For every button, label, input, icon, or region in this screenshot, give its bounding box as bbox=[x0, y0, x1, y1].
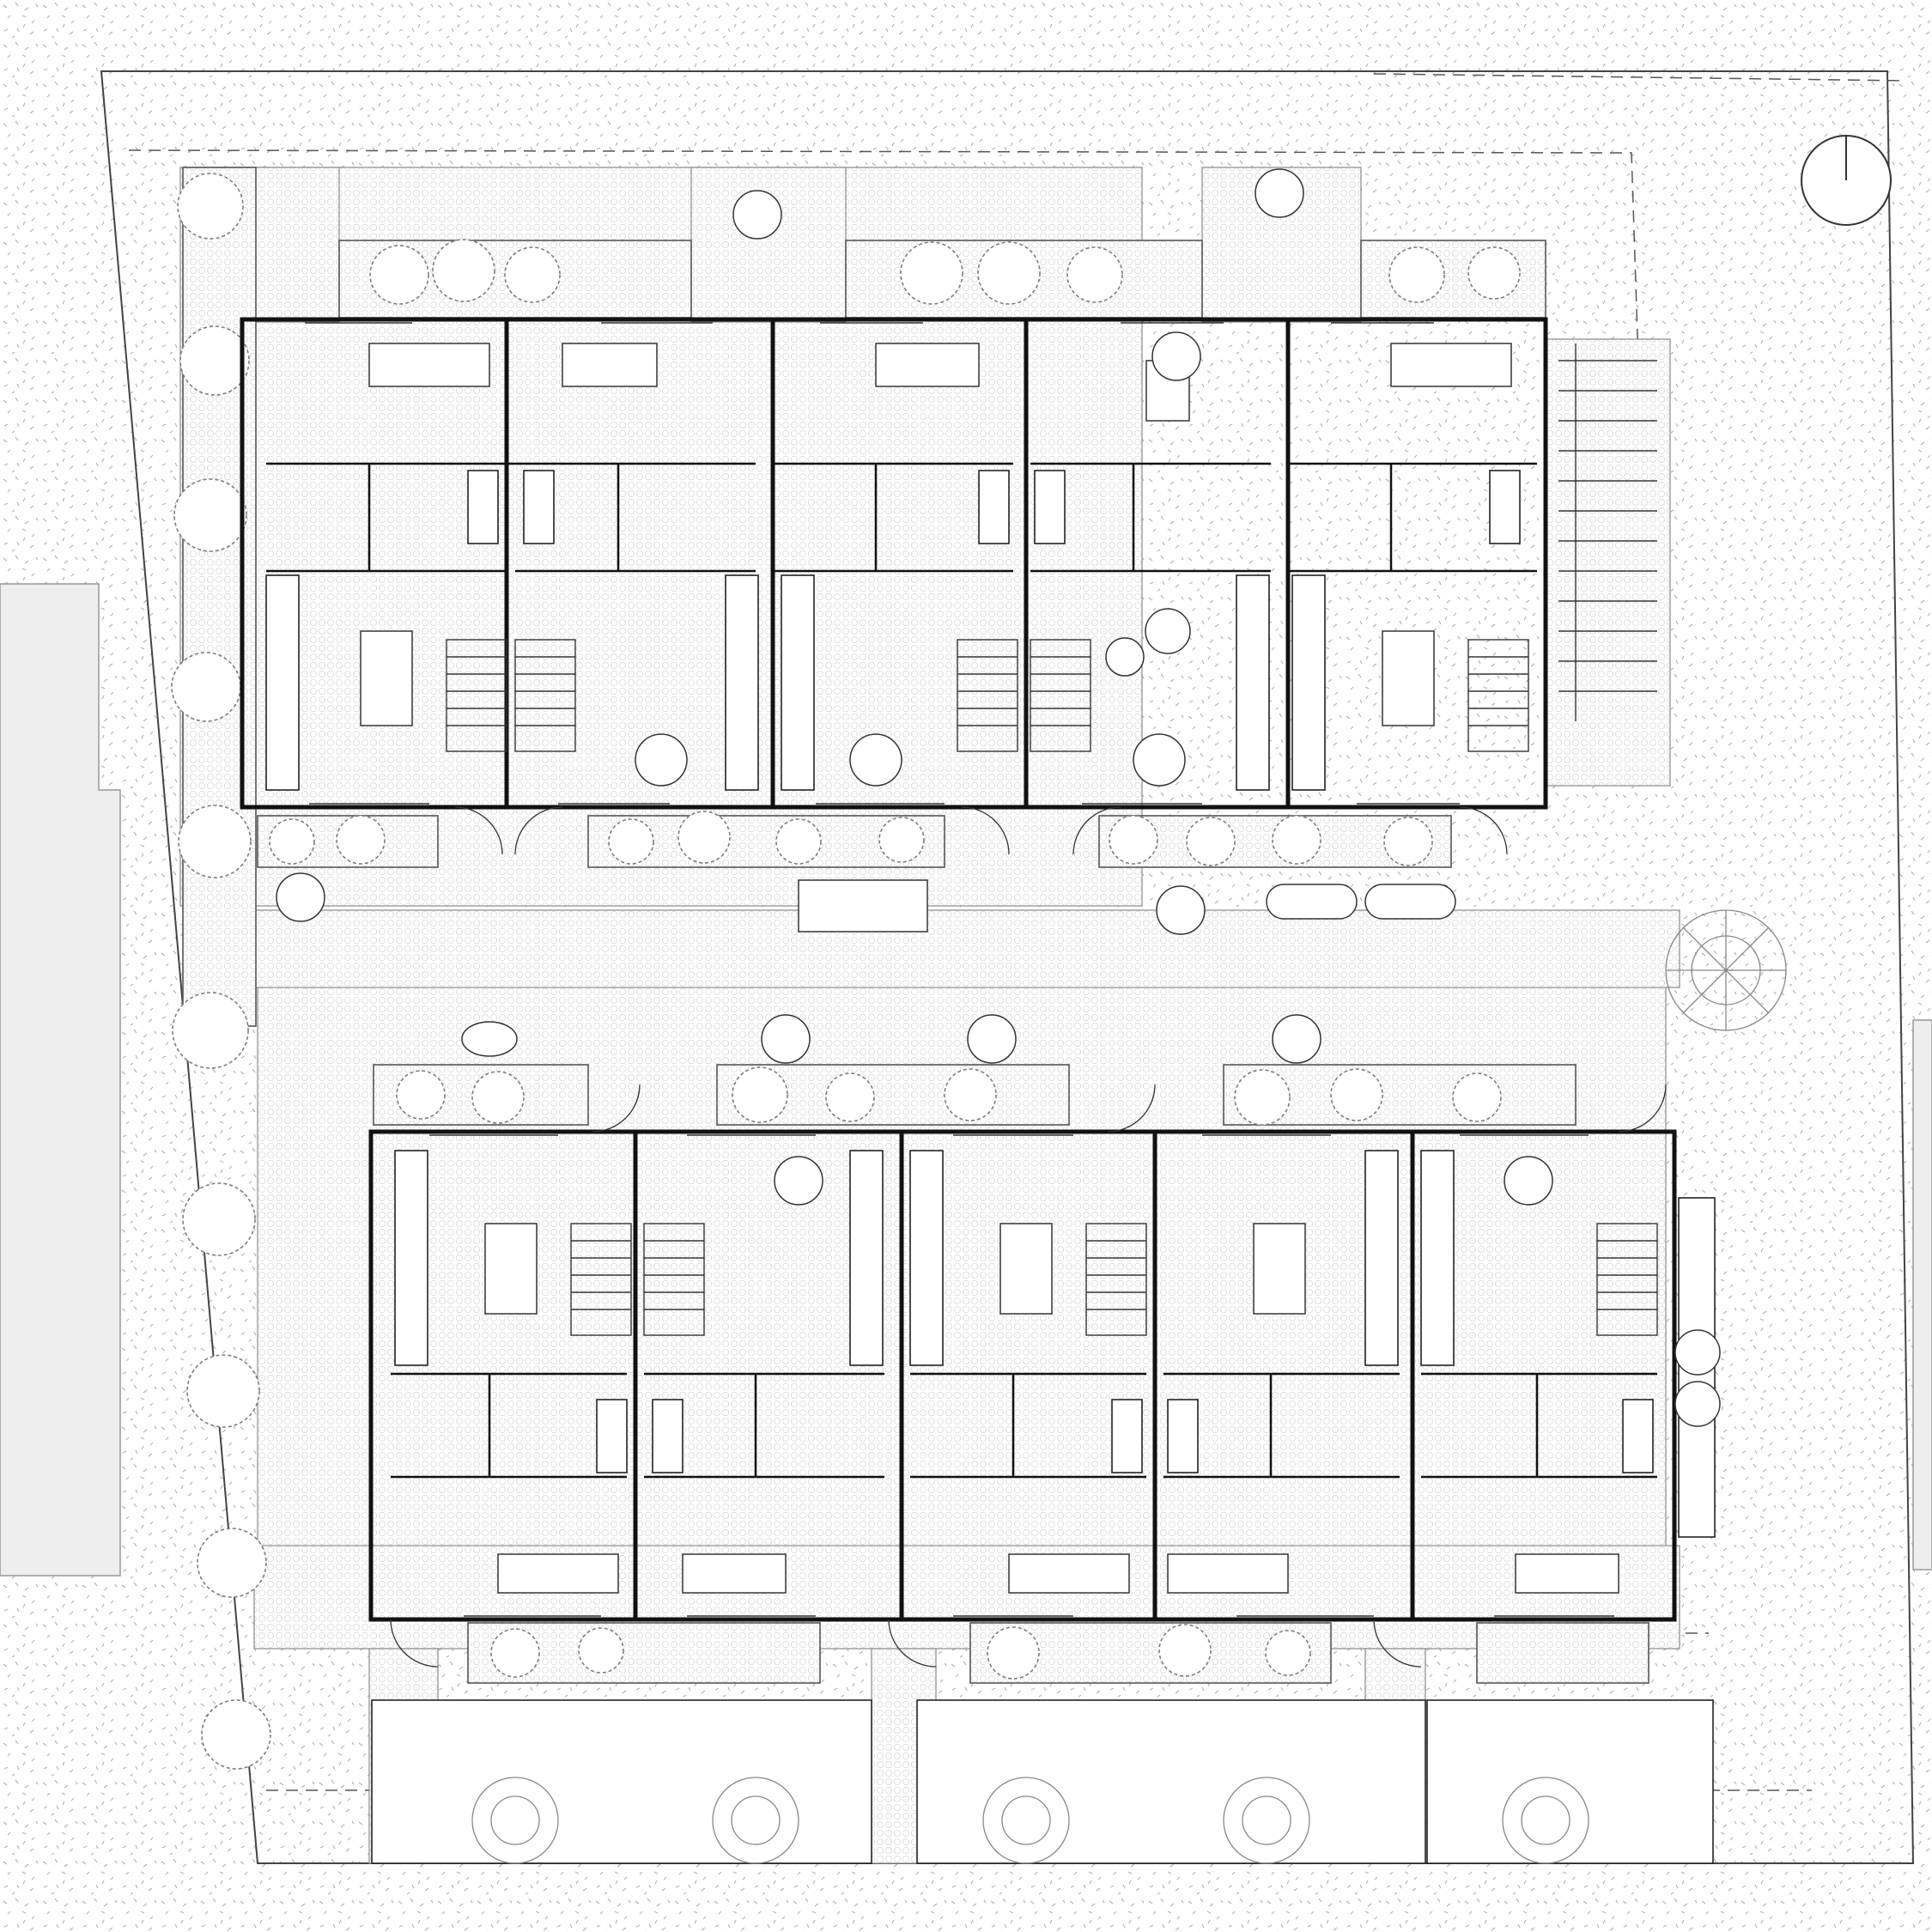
shrubs bbox=[171, 173, 1521, 1770]
front-gardens-south bbox=[371, 1699, 1714, 1864]
doors bbox=[390, 806, 1667, 1668]
north-terrace bbox=[240, 317, 1548, 810]
neighbour-building-west bbox=[0, 583, 121, 1577]
south-terrace bbox=[368, 1129, 1677, 1622]
trees bbox=[471, 909, 1787, 1864]
neighbour-building-east bbox=[1912, 1019, 1932, 1571]
bike-stands bbox=[1558, 343, 1657, 721]
bins bbox=[1674, 1197, 1721, 1538]
site-boundary bbox=[100, 70, 1915, 1864]
courtyard-furniture bbox=[276, 168, 1456, 1064]
north-arrow-icon bbox=[1801, 135, 1892, 226]
setback-line-east bbox=[1373, 73, 1907, 82]
